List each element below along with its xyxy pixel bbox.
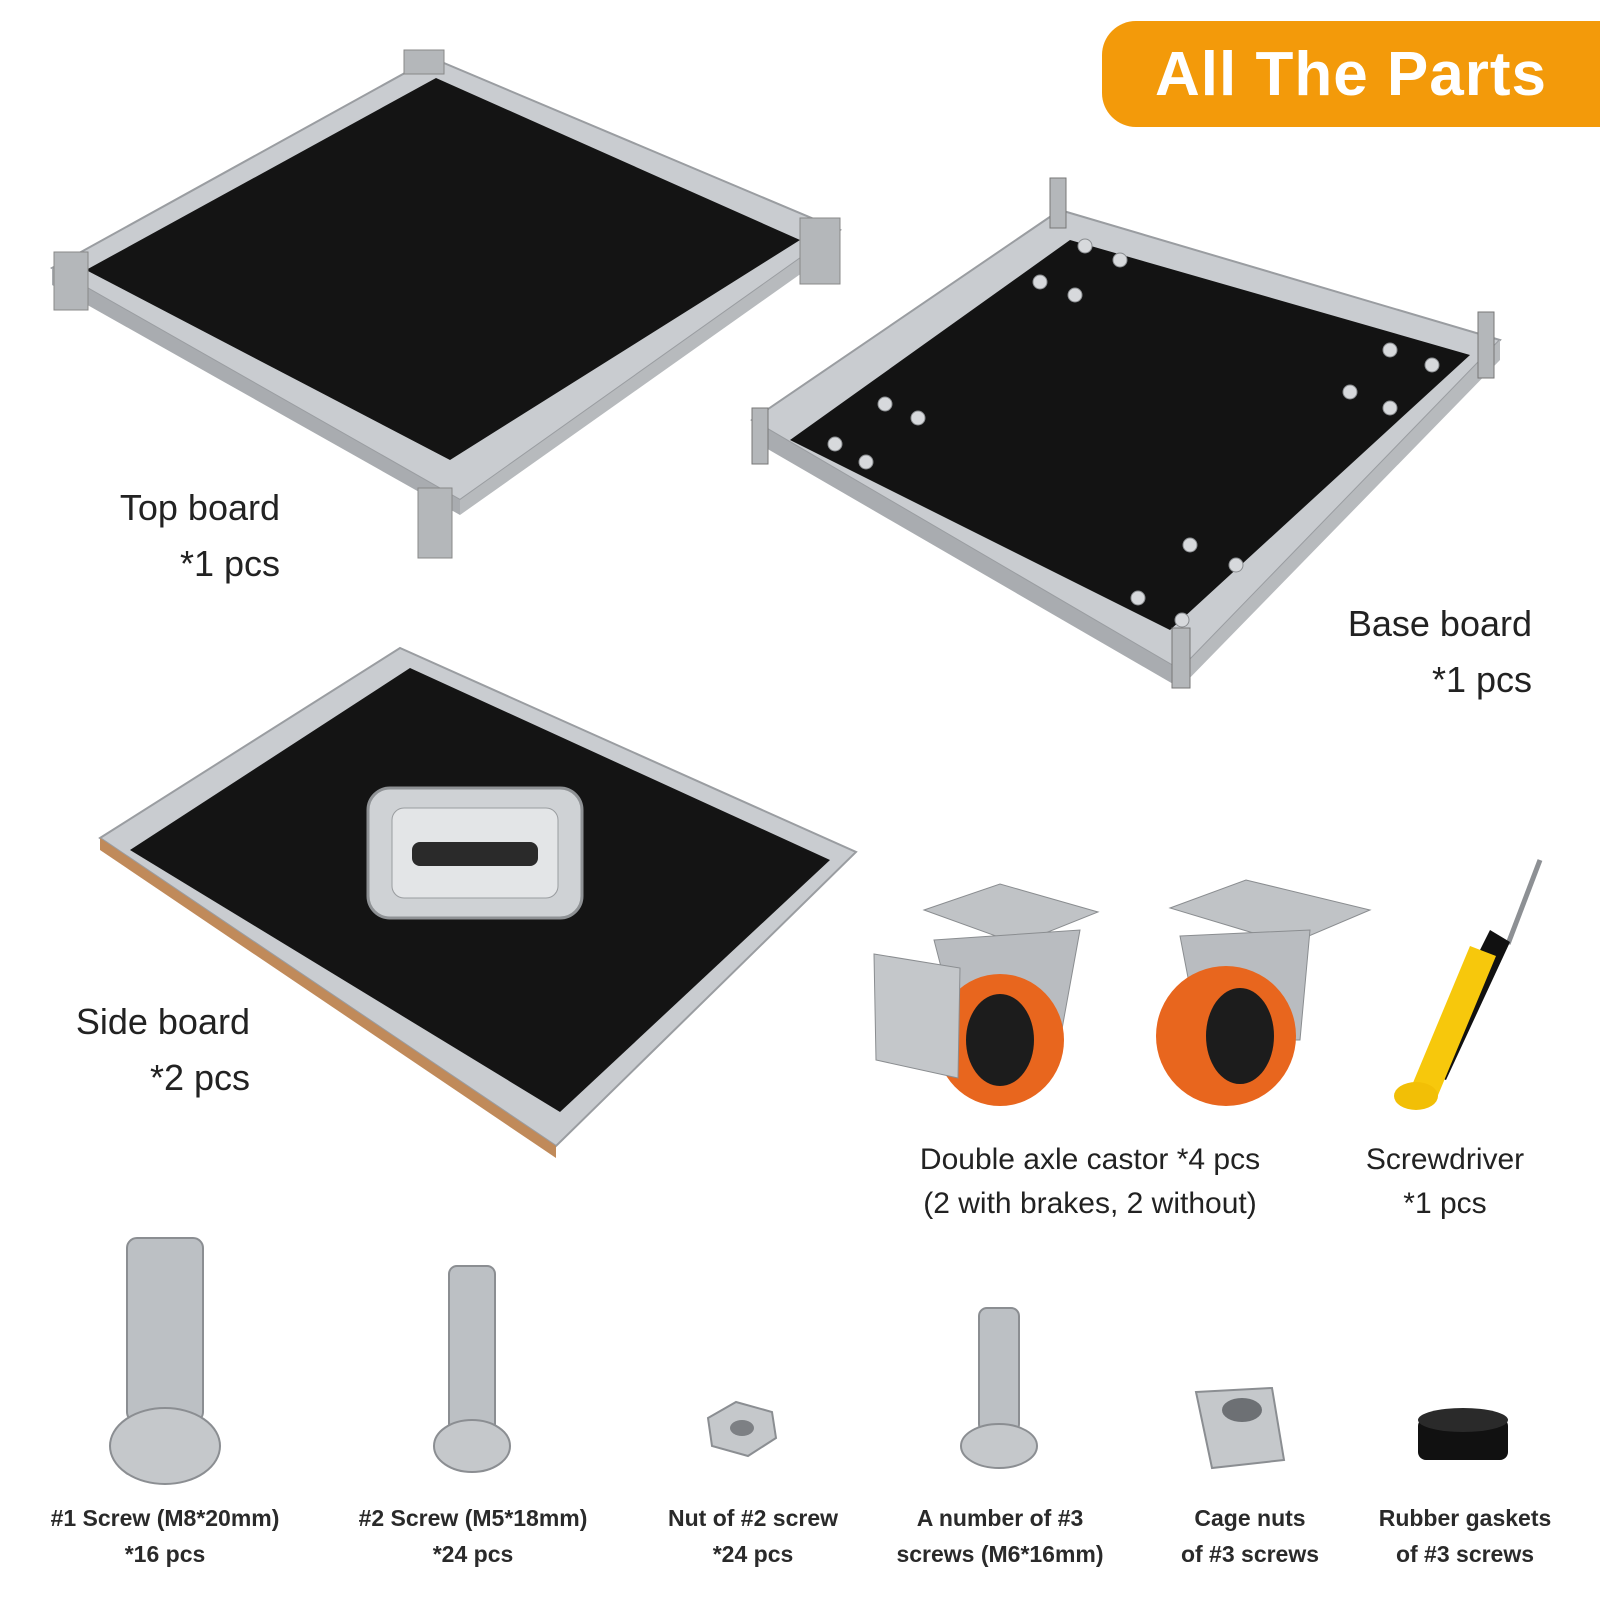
all-parts-banner: All The Parts [1102, 21, 1600, 127]
screwdriver-qty: *1 pcs [1403, 1187, 1487, 1220]
castor-name: Double axle castor *4 pcs [919, 1143, 1261, 1176]
side-board-qty: *2 pcs [149, 1057, 250, 1098]
hardware-2-line1: #2 Screw (M5*18mm) [358, 1505, 588, 1531]
hardware-3-line1: Nut of #2 screw [668, 1505, 838, 1531]
hardware-2-line2: *24 pcs [432, 1541, 514, 1567]
castor-note: (2 with brakes, 2 without) [923, 1187, 1257, 1220]
banner-title: All The Parts [1155, 39, 1547, 109]
hardware-6-line2: of #3 screws [1395, 1541, 1535, 1567]
hardware-item-5: Cage nuts of #3 screws [1160, 1500, 1340, 1572]
top-board-name: Top board [119, 487, 280, 528]
base-board-qty: *1 pcs [1431, 659, 1532, 700]
base-board-name: Base board [1347, 603, 1532, 644]
hardware-6-line1: Rubber gaskets [1378, 1505, 1552, 1531]
hardware-3-line2: *24 pcs [712, 1541, 794, 1567]
base-board-label: Base board *1 pcs [1300, 596, 1532, 708]
hardware-4-line1: A number of #3 [916, 1505, 1084, 1531]
hardware-item-6: Rubber gaskets of #3 screws [1360, 1500, 1570, 1572]
top-board-label: Top board *1 pcs [80, 480, 280, 592]
hardware-4-line2: screws (M6*16mm) [896, 1541, 1104, 1567]
hardware-5-line2: of #3 screws [1180, 1541, 1320, 1567]
screwdriver-label: Screwdriver *1 pcs [1340, 1138, 1550, 1226]
top-board-qty: *1 pcs [179, 543, 280, 584]
hardware-item-1: #1 Screw (M8*20mm) *16 pcs [30, 1500, 300, 1572]
side-board-label: Side board *2 pcs [50, 994, 250, 1106]
castor-label: Double axle castor *4 pcs (2 with brakes… [880, 1138, 1300, 1226]
hardware-1-line1: #1 Screw (M8*20mm) [50, 1505, 280, 1531]
side-board-name: Side board [75, 1001, 250, 1042]
hardware-item-4: A number of #3 screws (M6*16mm) [880, 1500, 1120, 1572]
hardware-item-2: #2 Screw (M5*18mm) *24 pcs [338, 1500, 608, 1572]
screwdriver-name: Screwdriver [1365, 1143, 1525, 1176]
hardware-5-line1: Cage nuts [1194, 1505, 1306, 1531]
hardware-1-line2: *16 pcs [124, 1541, 206, 1567]
hardware-item-3: Nut of #2 screw *24 pcs [640, 1500, 866, 1572]
